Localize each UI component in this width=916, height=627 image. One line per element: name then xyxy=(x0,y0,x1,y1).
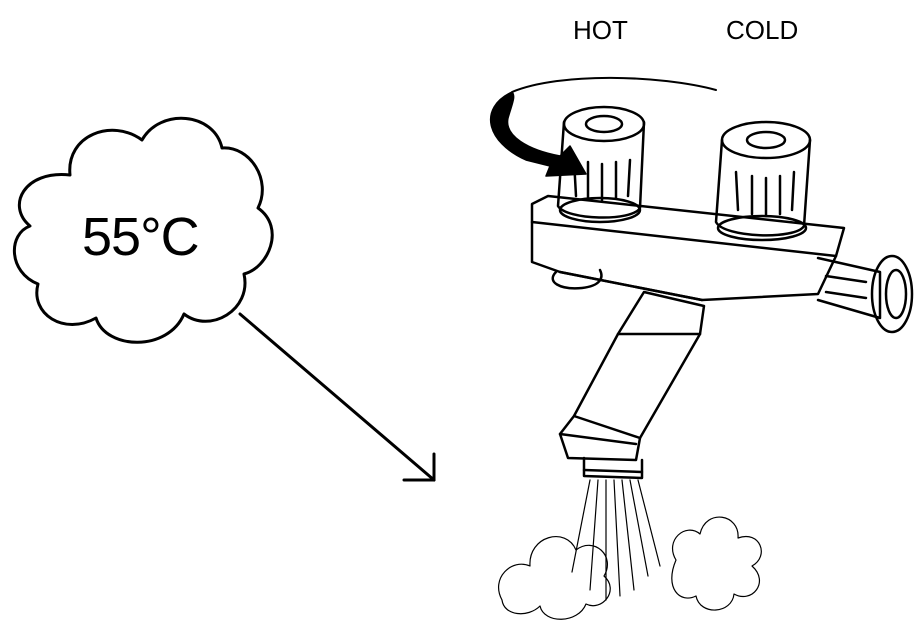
steam-puffs xyxy=(498,516,762,620)
hot-label: HOT xyxy=(573,15,628,45)
cold-label: COLD xyxy=(726,15,799,45)
faucet xyxy=(530,105,914,480)
rotation-arrow xyxy=(489,76,717,177)
temperature-label: 55°C xyxy=(82,207,200,267)
water-stream xyxy=(571,479,661,601)
pointer-arrow xyxy=(238,312,436,482)
temperature-cloud xyxy=(13,116,274,344)
